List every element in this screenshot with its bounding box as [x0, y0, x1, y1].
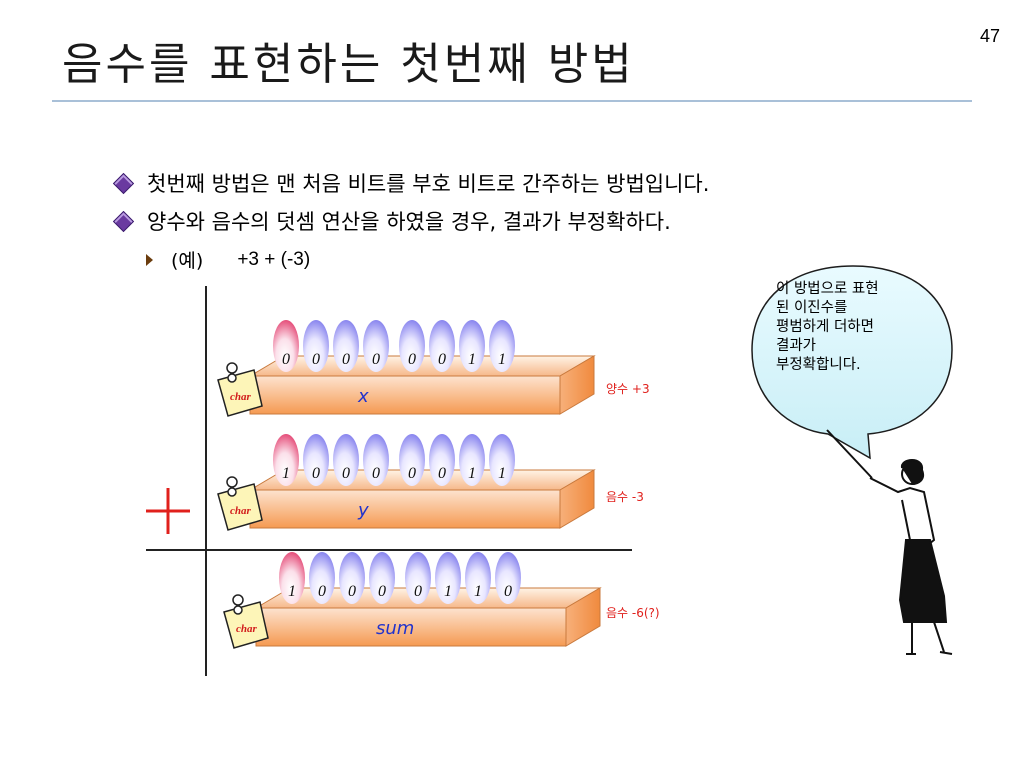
bit-egg — [369, 552, 395, 604]
pointer-stick — [826, 429, 873, 479]
bubble-line-1: 이 방법으로 표현 — [776, 281, 879, 297]
bit-egg — [489, 434, 515, 486]
sign-bit-egg — [273, 434, 299, 486]
bit-egg — [333, 320, 359, 372]
bit-egg — [429, 434, 455, 486]
bit-value: 0 — [438, 351, 446, 368]
plus-operator-icon — [146, 488, 190, 534]
bit-egg — [363, 434, 389, 486]
register-row-sum: 1 0 0 0 0 1 1 0 sum char — [223, 552, 602, 649]
char-tag-label: char — [230, 391, 252, 403]
bit-egg — [405, 552, 431, 604]
bit-egg — [339, 552, 365, 604]
bit-value: 0 — [372, 465, 380, 482]
bit-egg — [495, 552, 521, 604]
register-row-y: 1 0 0 0 0 0 1 1 y char — [217, 434, 596, 531]
bit-egg — [429, 320, 455, 372]
bit-value: 1 — [282, 465, 290, 482]
variable-name: y — [357, 500, 369, 521]
bullet-text-1: 첫번째 방법은 맨 처음 비트를 부호 비트로 간주하는 방법입니다. — [147, 172, 710, 196]
bullet-item-2: 양수와 음수의 덧셈 연산을 하였을 경우, 결과가 부정확하다. — [112, 206, 671, 236]
title-divider — [52, 100, 972, 102]
slide-title: 음수를 표현하는 첫번째 방법 — [62, 39, 635, 90]
bit-value: 0 — [348, 583, 356, 600]
example-line: (예) +3 + (-3) — [146, 246, 310, 273]
bit-value: 1 — [498, 351, 506, 368]
bit-value: 0 — [318, 583, 326, 600]
bit-value: 1 — [468, 465, 476, 482]
char-scroll-icon: char — [217, 362, 263, 417]
bit-egg — [489, 320, 515, 372]
register-box-side — [559, 469, 595, 529]
bullet-item-1: 첫번째 방법은 맨 처음 비트를 부호 비트로 간주하는 방법입니다. — [112, 168, 710, 198]
bit-value: 0 — [378, 583, 386, 600]
bit-egg — [399, 434, 425, 486]
bubble-line-3: 평범하게 더하면 — [776, 319, 874, 335]
row-label-x: 양수 +3 — [606, 382, 650, 396]
bit-egg — [303, 320, 329, 372]
example-marker: (예) — [171, 250, 204, 272]
bit-value: 0 — [408, 351, 416, 368]
bullet-text-2: 양수와 음수의 덧셈 연산을 하였을 경우, 결과가 부정확하다. — [147, 210, 671, 234]
bit-egg — [399, 320, 425, 372]
bit-value: 0 — [282, 351, 290, 368]
bit-egg — [303, 434, 329, 486]
sign-bit-egg — [273, 320, 299, 372]
bubble-line-2: 된 이진수를 — [776, 300, 848, 316]
char-scroll-icon: char — [223, 594, 269, 649]
register-box-side — [565, 587, 601, 647]
char-tag-label: char — [230, 505, 252, 517]
register-box-front — [255, 607, 567, 647]
page-number: 47 — [979, 26, 1000, 46]
char-tag-label: char — [236, 623, 258, 635]
bit-value: 1 — [444, 583, 452, 600]
bit-egg — [459, 434, 485, 486]
bit-value: 0 — [342, 465, 350, 482]
bit-value: 1 — [468, 351, 476, 368]
char-scroll-icon: char — [217, 476, 263, 531]
register-box-side — [559, 355, 595, 415]
bit-egg — [459, 320, 485, 372]
bit-egg — [435, 552, 461, 604]
bit-value: 0 — [312, 351, 320, 368]
row-label-y: 음수 -3 — [606, 490, 644, 504]
bit-value: 0 — [438, 465, 446, 482]
bit-value: 0 — [414, 583, 422, 600]
bubble-text: 이 방법으로 표현 된 이진수를 평범하게 더하면 결과가 부정확합니다. — [776, 280, 946, 375]
variable-name: x — [357, 386, 369, 407]
bit-value: 1 — [474, 583, 482, 600]
bit-value: 0 — [504, 583, 512, 600]
row-label-sum: 음수 -6(?) — [606, 606, 660, 620]
bit-value: 0 — [342, 351, 350, 368]
bit-value: 0 — [372, 351, 380, 368]
bit-value: 0 — [312, 465, 320, 482]
sign-bit-egg — [279, 552, 305, 604]
bit-egg — [309, 552, 335, 604]
register-row-x: 0 0 0 0 0 0 1 1 x char — [217, 320, 596, 417]
bit-egg — [465, 552, 491, 604]
bit-value: 1 — [498, 465, 506, 482]
variable-name: sum — [376, 618, 414, 639]
triangle-bullet-icon — [146, 253, 153, 266]
register-box-front — [249, 489, 561, 529]
bit-value: 1 — [288, 583, 296, 600]
bubble-line-4: 결과가 — [776, 338, 817, 354]
bubble-line-5: 부정확합니다. — [776, 357, 861, 373]
bit-egg — [333, 434, 359, 486]
bit-egg — [363, 320, 389, 372]
presenter-figure-icon — [869, 459, 953, 655]
bit-value: 0 — [408, 465, 416, 482]
example-expression: +3 + (-3) — [237, 248, 311, 270]
